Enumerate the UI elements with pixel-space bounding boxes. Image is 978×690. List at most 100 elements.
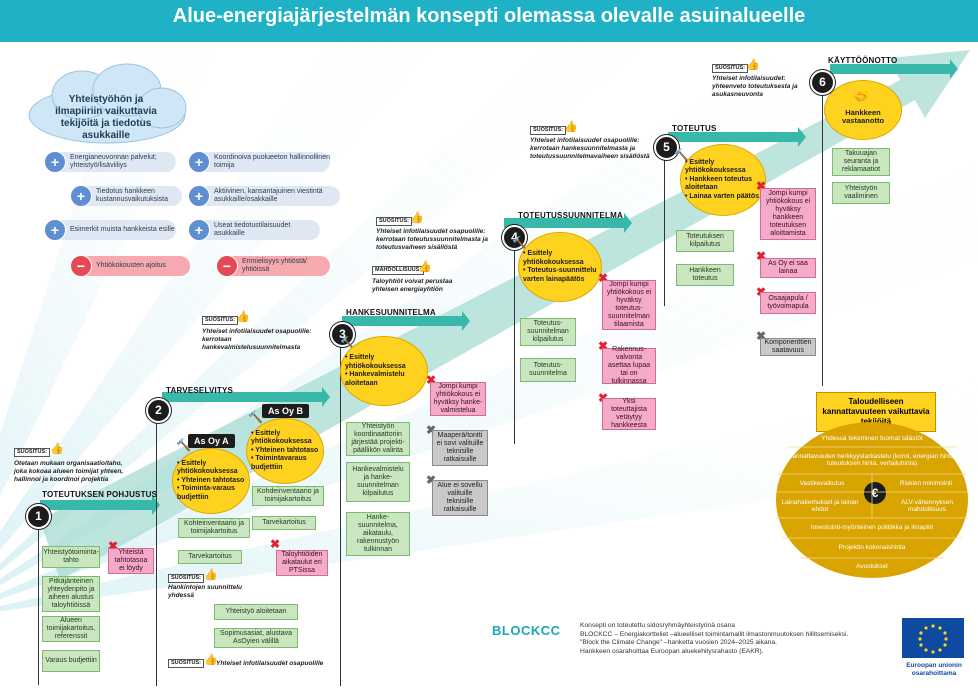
phase-number: 6 [810, 70, 835, 95]
eu-stars-icon [918, 624, 948, 654]
risk-box: Jompi kumpi yhtiökokous ei hyväksy hanke… [430, 382, 486, 416]
action-box: Toteutus-suunnitelman kilpailutus [520, 318, 576, 346]
action-box: Hanke-suunnitelma, aikataulu, rakennusty… [346, 512, 410, 556]
plus-icon: + [70, 185, 92, 207]
obstacle-box: Maaperä/tontti ei sovi valituille teknis… [432, 430, 488, 466]
thumbs-up-icon: 👍 [418, 261, 432, 273]
recommendation-note: Yhteiset infotilaisuudet: yhteenveto tot… [712, 75, 798, 98]
risk-box: Osaajapula / työvoimapula [760, 292, 816, 314]
thumbs-up-icon: 👍 [236, 311, 250, 323]
plus-icon: + [44, 151, 66, 173]
action-box: Hankevalmistelu ja hanke-suunnitelman ki… [346, 462, 410, 502]
thumbs-up-icon: 👍 [204, 569, 218, 581]
factor-text: Koordinoiva puolueeton hallinnollinen to… [214, 154, 330, 169]
opportunity-note: Taloyhtiöt voivat perustaa yhteisen ener… [372, 278, 453, 293]
phase-number: 5 [654, 135, 679, 160]
thumbs-up-icon: 👍 [410, 212, 424, 224]
economics-dividers [776, 446, 968, 559]
plus-icon: + [188, 151, 210, 173]
economics-factor: Riskien minimointi [899, 480, 953, 488]
decision-bubble: • Esittely yhtiökokouksessa • Yhteinen t… [246, 418, 324, 484]
risk-x-icon: ✖ [270, 537, 281, 551]
recommendation-tag: SUOSITUS: [712, 64, 748, 73]
action-box: Varaus budjettiin [42, 650, 100, 672]
factor-text: Useat tiedotustilaisuudet asukkaille [214, 222, 291, 237]
phase-label: TOTEUTUS [672, 124, 717, 133]
risk-box: Jompi kumpi yhtiökokous ei hyväksy hankk… [760, 188, 816, 240]
housing-company-b: As Oy B [262, 404, 310, 418]
factor-text: Yhtiökokousten ajoitus [96, 262, 167, 269]
phase-label: TARVESELVITYS [166, 386, 234, 395]
factor-pill: + Tiedotus hankkeen kustannusvaikutuksist… [70, 185, 182, 207]
recommendation-note: Yhteiset infotilaisuudet osapuolille [216, 660, 324, 667]
minus-icon: − [216, 255, 238, 277]
factor-text: Tiedotus hankkeen kustannusvaikutuksista [96, 188, 168, 203]
cloud-title: Yhteistyöhön ja ilmapiiriin vaikuttavia … [55, 94, 157, 141]
plus-icon: + [44, 219, 66, 241]
risk-box: As Oy ei saa lainaa [760, 258, 816, 278]
action-box: Kohdeinventaario ja toimijakartoitus [252, 486, 324, 506]
decision-bubble: • Esittely yhtiökokouksessa • Hankevalmi… [340, 336, 428, 406]
economics-factor: Vastikevaikutus [799, 480, 845, 488]
action-box: Yhteistyö aloitetaan [214, 604, 298, 620]
action-box: Pitkäjänteinen yhteydenpito ja aiheen al… [42, 576, 100, 612]
phase-line [340, 340, 342, 686]
factor-pill: +Energianeuvonnan palvelut; yhteistyö/li… [44, 151, 176, 173]
economics-factor: Avustukset [856, 563, 888, 571]
recommendation-tag: SUOSITUS: [376, 217, 412, 226]
risk-x-icon: ✖ [756, 249, 767, 263]
risk-x-icon: ✖ [756, 179, 767, 193]
recommendation-tag: SUOSITUS: [168, 574, 204, 583]
factor-pill: +Aktiivinen, kansantajuinen viestintä as… [188, 185, 340, 207]
factor-text: Esimerkit muista hankkeista esille [70, 226, 175, 233]
plus-icon: + [188, 185, 210, 207]
action-box: Hankkeen toteutus [676, 264, 734, 286]
recommendation-tag: SUOSITUS: [202, 316, 238, 325]
gavel-icon: 🔨 [248, 410, 263, 424]
factor-pill: +Useat tiedotustilaisuudet asukkaille [188, 219, 320, 241]
phase-label: TOTEUTUKSEN POHJUSTUS [42, 490, 158, 499]
handshake-icon: 🤝 [852, 88, 870, 104]
recommendation-note: Yhteiset infotilaisuudet osapuolille: ke… [202, 328, 312, 351]
thumbs-up-icon: 👍 [564, 121, 578, 133]
action-box: Takuuajan seuranta ja reklamaatiot [832, 148, 890, 176]
risk-box: Taloyhtiöiden aikataulut eri PTSissa [276, 550, 328, 576]
cloud-icon [28, 63, 187, 144]
recommendation-note: Yhteiset infotilaisuudet osapuolille: ke… [376, 228, 488, 251]
risk-box: Yhteistä tahtotasoa ei löydy [108, 548, 154, 574]
factor-pill: + Koordinoiva puolueeton hallinnollinen t… [188, 151, 330, 173]
decision-bubble: • Esittely yhtiökokouksessa • Yhteinen t… [172, 448, 250, 514]
economics-factor: Lainahakemukset ja lainan ehdot [781, 498, 859, 514]
recommendation-note: Yhteiset infotilaisuudet osapuolille: ke… [530, 137, 650, 160]
risk-x-icon: ✖ [598, 271, 609, 285]
footer-line: Konsepti on toteutettu sidosryhmäyhteist… [580, 622, 736, 629]
recommendation-note: Hankintojen suunnittelu yhdessä [168, 584, 243, 599]
thumbs-up-icon: 👍 [746, 59, 760, 71]
action-box: Yhteistyön koordinaattoriin järjestää pr… [346, 422, 410, 456]
factor-text: Erimielisyys yhtiöstä/ yhtiöissä [242, 258, 307, 273]
phase-label: KÄYTTÖÖNOTTO [828, 56, 898, 65]
decision-bubble: • Esittely yhtiökokouksessa • Toteutus-s… [518, 232, 602, 302]
risk-box: Jompi kumpi yhtiökokous ei hyväksy toteu… [602, 280, 656, 330]
phase-line [156, 418, 158, 686]
handover-text: Hankkeen vastaanotto [841, 107, 885, 125]
economics-factor: Investointi-myönteinen politiikka ja ilm… [810, 524, 934, 532]
recommendation-tag: SUOSITUS: [530, 126, 566, 135]
page-title: Alue-energiajärjestelmän konsepti olemas… [172, 5, 806, 27]
action-box: Yhteistyötoiminta-tahto [42, 546, 100, 568]
economics-factor: Kannattavuuden herkkyystarkastelu (korot… [787, 452, 957, 468]
risk-box: Rakennus-valvonta asettaa lupaa tai on t… [602, 346, 656, 385]
euro-icon: € [864, 482, 886, 504]
phase-label: HANKESUUNNITELMA [346, 308, 436, 317]
obstacle-box: Komponenttien saatavuus [760, 338, 816, 356]
action-box: Toteutuksen kilpailutus [676, 230, 734, 252]
action-box: Yhteistyön vaaliminen [832, 182, 890, 204]
handover-bubble: Hankkeen vastaanotto [824, 80, 902, 140]
decision-bubble: • Esittely yhtiökokouksessa • Hankkeen t… [680, 144, 766, 216]
risk-x-icon: ✖ [108, 539, 119, 553]
phase-line [514, 244, 516, 444]
phase-line [38, 525, 40, 685]
factor-pill-negative: −Yhtiökokousten ajoitus [70, 255, 190, 277]
action-box: Kohteinventaario ja toimijakartoitus [178, 518, 250, 538]
